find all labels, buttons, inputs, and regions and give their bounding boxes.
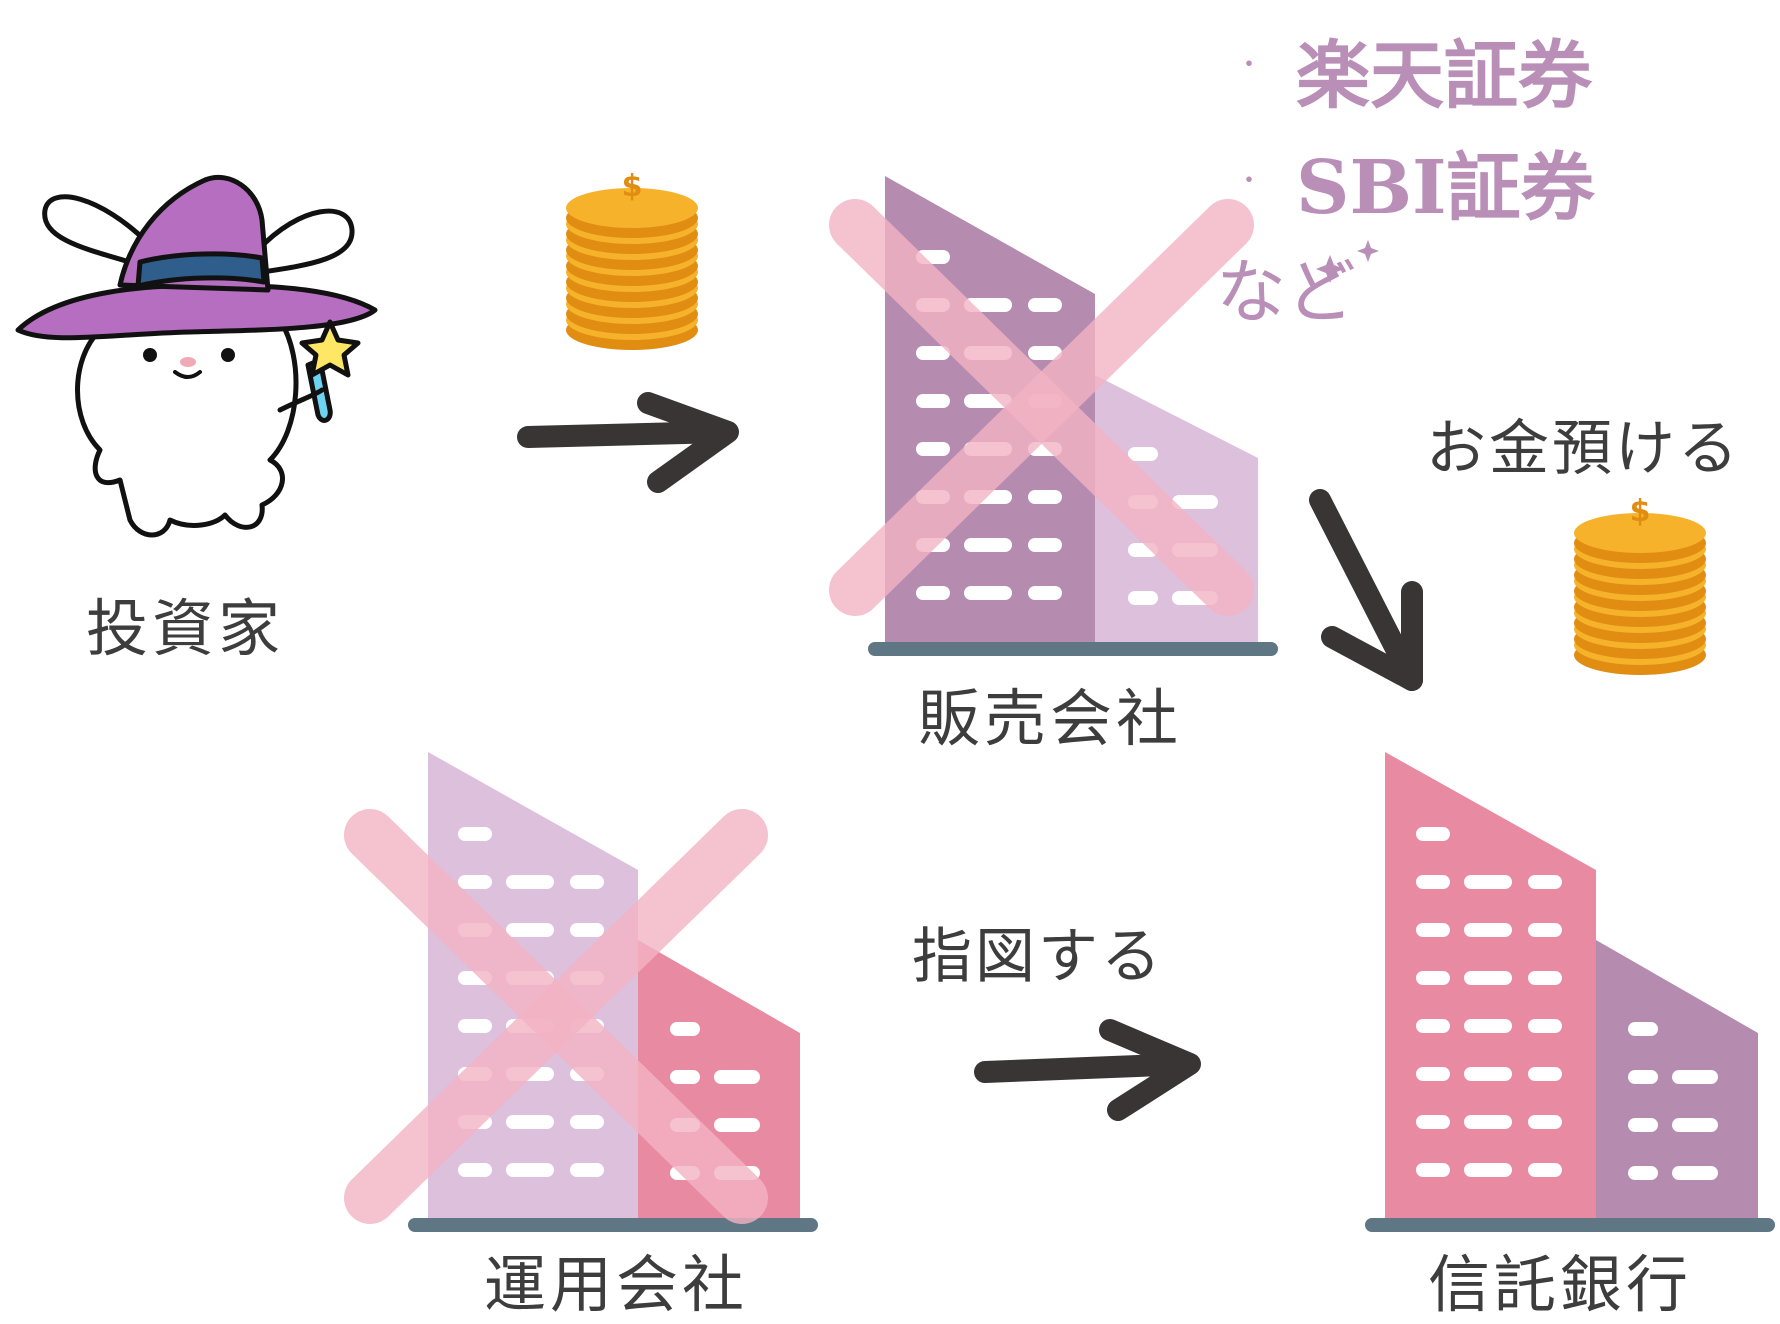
trustee-building	[1365, 752, 1775, 1232]
star-icon	[1316, 240, 1379, 283]
deposit-label: お金預ける	[1426, 414, 1741, 484]
rabbit-wizard-icon	[15, 174, 378, 538]
manager-label: 運用会社	[484, 1248, 749, 1321]
seller-examples-suffix: など	[1216, 251, 1356, 333]
list-bullet: ・	[1236, 166, 1263, 196]
instruct-label: 指図する	[912, 922, 1164, 992]
coin-stack-icon: $	[566, 169, 698, 350]
coin-stack-icon: $	[1574, 494, 1706, 675]
investor-label: 投資家	[86, 592, 285, 665]
seller-example-item: 楽天証券	[1296, 33, 1592, 119]
arrow-icon	[974, 1019, 1201, 1121]
list-bullet: ・	[1236, 50, 1263, 80]
cross-mark-icon	[829, 199, 1254, 616]
arrow-icon	[517, 392, 739, 493]
cross-mark-icon	[344, 809, 768, 1224]
arrow-icon	[1309, 489, 1423, 691]
seller-label: 販売会社	[918, 682, 1183, 755]
svg-text:$: $	[622, 169, 643, 204]
rabbit-face	[143, 348, 235, 379]
svg-text:$: $	[1630, 494, 1651, 529]
trustee-label: 信託銀行	[1428, 1248, 1693, 1321]
seller-example-item: SBI証券	[1296, 145, 1595, 231]
